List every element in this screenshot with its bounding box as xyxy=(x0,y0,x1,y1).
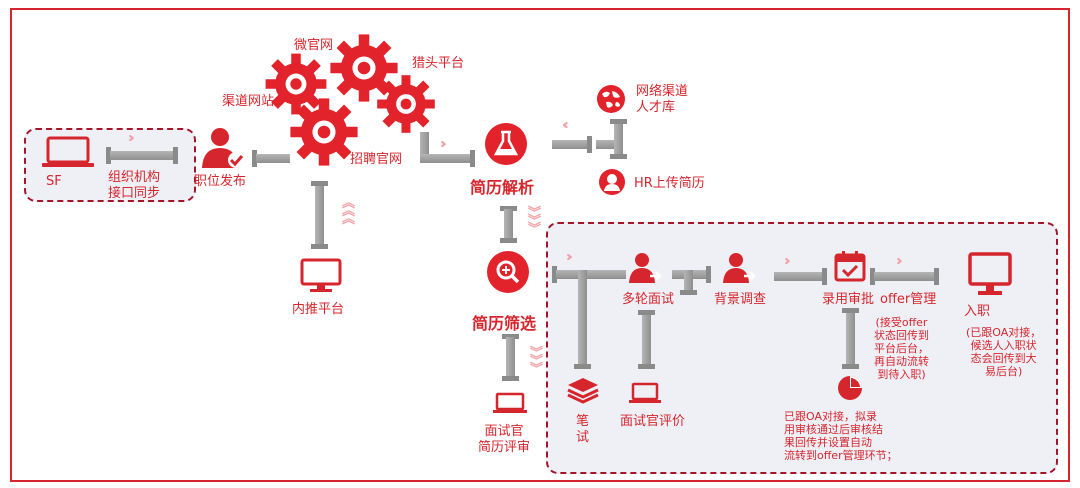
headhunter-label: 猎头平台 xyxy=(412,56,465,71)
laptop-icon xyxy=(42,136,94,167)
layers-icon xyxy=(567,378,599,404)
onboard-label: 入职 xyxy=(964,304,991,319)
multi-interview-label: 多轮面试 xyxy=(622,292,675,307)
offer-note-label: (接受offer 状态回传到 平台后台， 再自动流转 到待入职) xyxy=(874,316,929,381)
pipe xyxy=(110,151,174,160)
pipe xyxy=(774,272,824,281)
monitor-icon xyxy=(968,252,1012,295)
chevron-arrow: ︾︾︾ xyxy=(530,346,544,377)
sf-label: SF xyxy=(46,174,62,189)
flask-icon xyxy=(485,123,527,165)
chevron-arrow: ››››› xyxy=(566,250,572,265)
pipe xyxy=(642,312,651,366)
pipe xyxy=(552,140,588,149)
internal-ref-label: 内推平台 xyxy=(292,302,345,317)
network-talent-label: 网络渠道 人才库 xyxy=(636,84,689,115)
org-sync-label: 组织机构 接口同步 xyxy=(108,170,161,201)
pipe xyxy=(596,140,622,149)
interviewer-review-label: 面试官 简历评审 xyxy=(478,424,531,455)
chevron-arrow: ︽︽︽ xyxy=(342,196,356,227)
pipe xyxy=(578,270,587,366)
pipe xyxy=(315,184,324,246)
search-icon xyxy=(487,251,529,293)
oa-note-label: 已跟OA对接，拟录 用审核通过后审核结 果回传并设置自动 流转到offer管理环… xyxy=(784,410,898,462)
user-check-icon xyxy=(202,128,244,168)
pipe xyxy=(420,154,472,163)
chevron-arrow: ︾︾︾ xyxy=(528,206,542,237)
resume-parse-label: 简历解析 xyxy=(470,178,535,197)
interview-group-box xyxy=(546,222,1058,474)
chevron-arrow: ››››› xyxy=(896,254,902,269)
user-arrow-icon xyxy=(723,253,756,283)
interviewer-eval-label: 面试官评价 xyxy=(620,414,686,429)
pipe xyxy=(556,270,626,279)
pipe xyxy=(684,270,693,292)
laptop-icon xyxy=(493,392,527,413)
monitor-icon xyxy=(300,258,342,292)
pipe xyxy=(506,337,515,377)
calendar-check-icon xyxy=(834,251,866,282)
chevron-arrow: ››››› xyxy=(128,131,134,146)
pipe xyxy=(420,132,429,160)
globe-icon xyxy=(597,85,625,113)
diagram-frame xyxy=(10,8,1070,482)
pipe xyxy=(256,154,290,163)
career-site-label: 招聘官网 xyxy=(350,152,403,167)
user-circle-icon xyxy=(599,169,625,195)
background-check-label: 背景调查 xyxy=(714,292,767,307)
offer-mgmt-label: offer管理 xyxy=(880,292,937,307)
hr-upload-label: HR上传简历 xyxy=(634,176,705,191)
job-post-label: 职位发布 xyxy=(194,174,247,189)
chevron-arrow: ››››› xyxy=(440,137,446,152)
pipe xyxy=(846,310,855,366)
pie-chart-icon xyxy=(838,376,862,400)
wechat-label: 微官网 xyxy=(294,38,334,53)
hire-approval-label: 录用审批 xyxy=(822,292,875,307)
channel-site-label: 渠道网站 xyxy=(222,94,275,109)
pipe xyxy=(504,209,513,239)
onboard-note-label: (已跟OA对接， 候选人入职状 态会回传到大 易后台) xyxy=(966,326,1042,378)
pipe xyxy=(874,272,936,281)
resume-screen-label: 简历筛选 xyxy=(472,314,537,333)
chevron-arrow: ‹‹‹‹‹ xyxy=(562,118,568,133)
written-test-label: 笔 试 xyxy=(576,414,590,445)
user-arrow-icon xyxy=(629,253,662,283)
laptop-icon xyxy=(629,382,661,403)
chevron-arrow: ››››› xyxy=(784,254,790,269)
pipe xyxy=(614,122,623,156)
